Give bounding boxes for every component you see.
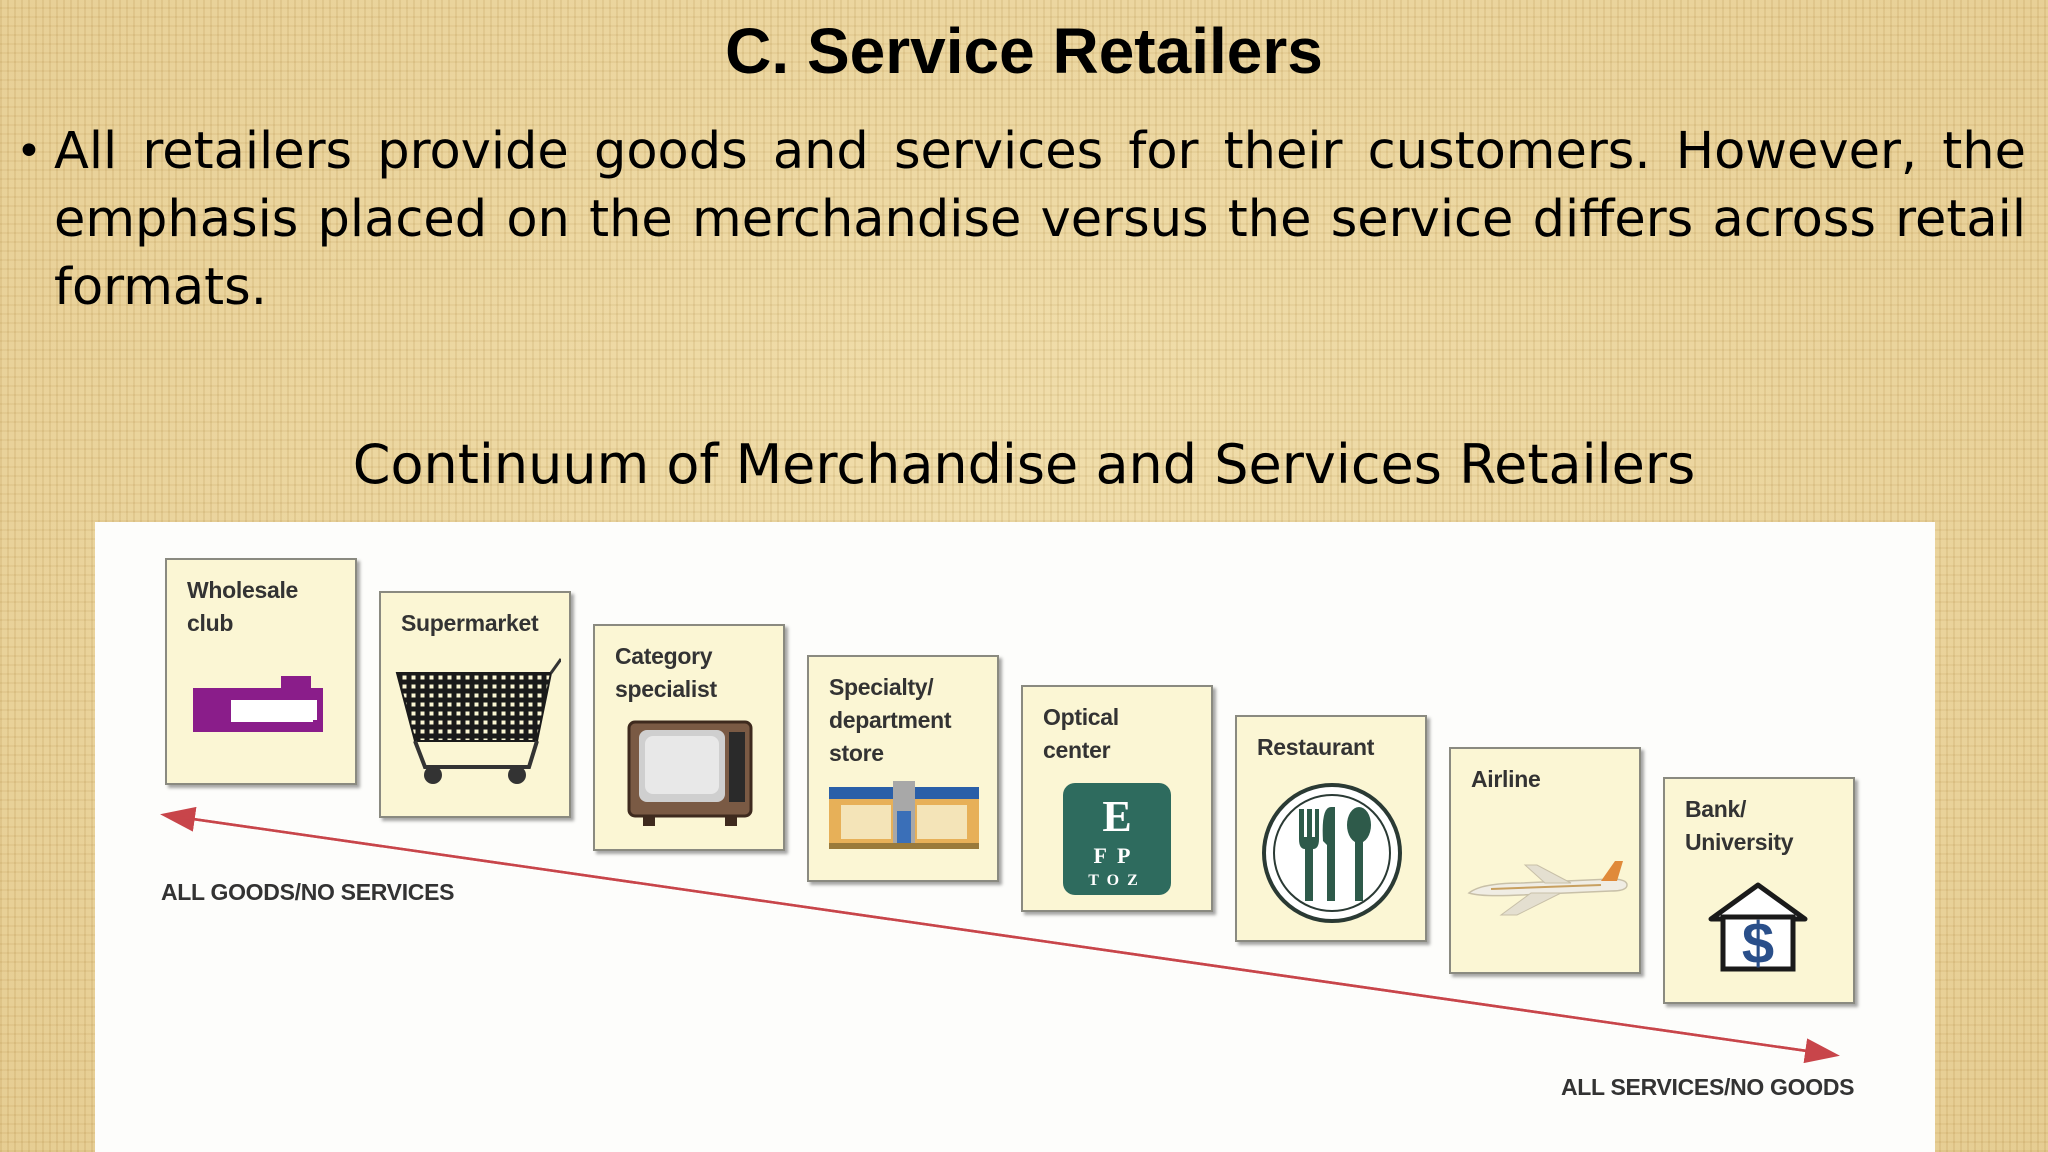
box-label: Restaurant [1257,734,1375,760]
box-label: Optical center [1043,704,1119,763]
continuum-diagram: Wholesale club Supermarket Category [95,522,1935,1152]
box-bank-university: Bank/ University $ [1663,777,1855,1004]
storefront-icon [829,781,979,849]
airplane-icon [1467,861,1628,916]
svg-text:$: $ [1742,911,1774,973]
bullet-text: All retailers provide goods and services… [54,122,2026,317]
shopping-cart-icon [395,658,561,784]
box-supermarket: Supermarket [379,591,571,818]
slide-title: C. Service Retailers [725,15,1323,87]
continuum-arrow [160,806,1840,1064]
box-category-specialist: Category specialist [593,624,785,851]
box-label: Supermarket [401,610,539,636]
box-label: Specialty/ department store [829,674,952,766]
box-specialty-department-store: Specialty/ department store [807,655,999,882]
svg-text:TOZ: TOZ [1088,872,1146,889]
right-axis-label: ALL SERVICES/NO GOODS [1561,1074,1855,1100]
box-wholesale-club: Wholesale club [165,558,357,785]
warehouse-icon [193,676,323,732]
svg-text:FP: FP [1094,843,1141,868]
box-optical-center: Optical center E FP TOZ [1021,685,1213,912]
box-label: Category specialist [615,643,717,702]
svg-text:E: E [1102,792,1131,841]
left-axis-label: ALL GOODS/NO SERVICES [161,879,455,905]
box-label: Bank/ University [1685,796,1794,855]
diagram-title: Continuum of Merchandise and Services Re… [352,433,1696,496]
box-label: Wholesale club [187,577,299,636]
eye-chart-icon: E FP TOZ [1063,783,1171,895]
box-airline: Airline [1449,747,1641,974]
bank-dollar-icon: $ [1708,882,1808,973]
television-icon [627,720,753,826]
box-label: Airline [1471,766,1541,792]
bullet-icon: • [16,126,42,177]
box-restaurant: Restaurant [1235,715,1427,942]
plate-cutlery-icon [1262,783,1402,923]
